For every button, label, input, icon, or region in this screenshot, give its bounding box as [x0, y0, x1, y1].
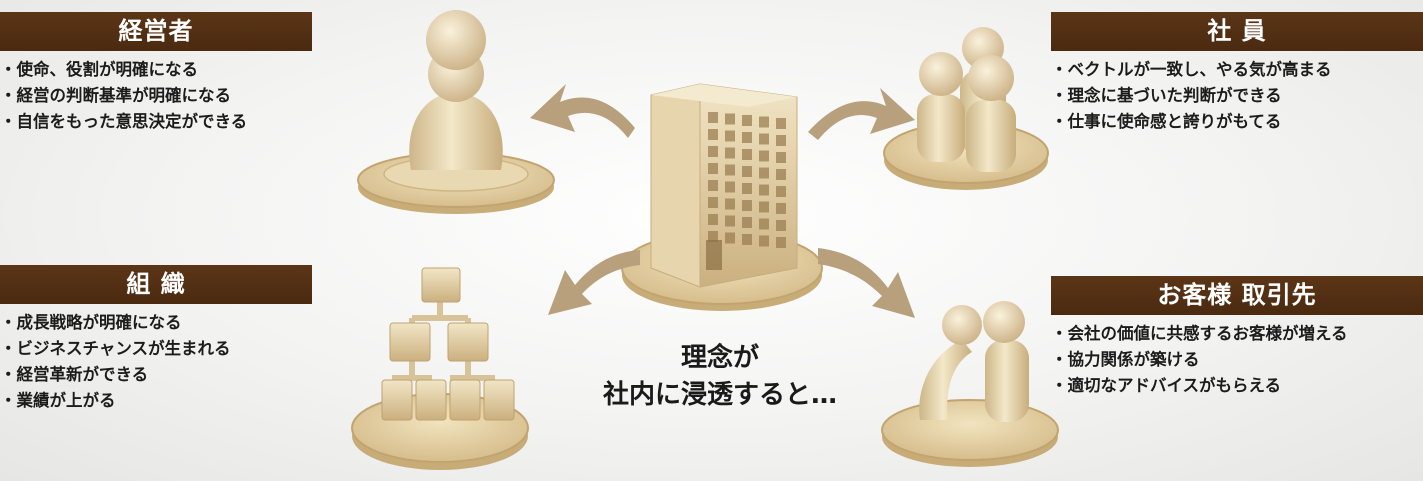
building-window: [759, 116, 769, 128]
building-window: [725, 215, 735, 227]
list-item: 仕事に使命感と誇りがもてる: [1051, 109, 1423, 135]
clients-header: お客様 取引先: [1051, 276, 1423, 315]
building-window: [708, 231, 718, 242]
building-window: [742, 132, 752, 143]
building-window: [759, 201, 769, 213]
building-window: [725, 147, 735, 159]
building-icon: [621, 83, 823, 311]
building-window: [742, 183, 752, 194]
list-item: 会社の価値に共感するお客様が増える: [1051, 321, 1423, 347]
management-block: 経営者 使命、役割が明確になる 経営の判断基準が明確になる 自信をもった意思決定…: [0, 12, 312, 135]
building-window: [759, 150, 769, 162]
list-item: 経営革新ができる: [0, 362, 312, 388]
curved-arrow-icon: [530, 84, 915, 318]
building-window: [708, 197, 718, 208]
building-window: [776, 220, 786, 231]
building-window: [708, 129, 718, 140]
building-window: [776, 203, 786, 214]
center-caption-line2: 社内に浸透すると…: [602, 380, 837, 410]
building-window: [759, 184, 769, 196]
building-window: [776, 186, 786, 197]
building-window: [742, 115, 752, 126]
building-window: [708, 112, 718, 123]
building-window: [742, 200, 752, 211]
building-window: [708, 214, 718, 225]
list-item: ベクトルが一致し、やる気が高まる: [1051, 57, 1423, 83]
list-item: 適切なアドバイスがもらえる: [1051, 373, 1423, 399]
building-window: [725, 130, 735, 142]
center-caption-line1: 理念が: [680, 343, 759, 373]
building-window: [742, 234, 752, 245]
list-item: 協力関係が築ける: [1051, 347, 1423, 373]
employees-block: 社 員 ベクトルが一致し、やる気が高まる 理念に基づいた判断ができる 仕事に使命…: [1051, 12, 1423, 135]
employees-benefits-list: ベクトルが一致し、やる気が高まる 理念に基づいた判断ができる 仕事に使命感と誇り…: [1051, 57, 1423, 135]
list-item: 理念に基づいた判断ができる: [1051, 83, 1423, 109]
list-item: 業績が上がる: [0, 388, 312, 414]
organization-block: 組 織 成長戦略が明確になる ビジネスチャンスが生まれる 経営革新ができる 業績…: [0, 265, 312, 414]
building-window: [742, 166, 752, 177]
building-window: [759, 235, 769, 247]
building-window: [776, 169, 786, 180]
building-window: [776, 152, 786, 163]
management-header: 経営者: [0, 12, 312, 51]
list-item: 成長戦略が明確になる: [0, 310, 312, 336]
management-benefits-list: 使命、役割が明確になる 経営の判断基準が明確になる 自信をもった意思決定ができる: [0, 57, 312, 135]
building-window: [708, 163, 718, 174]
building-window: [708, 180, 718, 191]
building-window: [759, 133, 769, 145]
clients-block: お客様 取引先 会社の価値に共感するお客様が増える 協力関係が築ける 適切なアド…: [1051, 276, 1423, 399]
list-item: 経営の判断基準が明確になる: [0, 83, 312, 109]
building-window: [725, 181, 735, 193]
org-chart-icon: [351, 267, 529, 470]
building-window: [725, 232, 735, 244]
person-figure-icon: [357, 10, 555, 214]
list-item: 自信をもった意思決定ができる: [0, 109, 312, 135]
building-window: [708, 146, 718, 157]
organization-benefits-list: 成長戦略が明確になる ビジネスチャンスが生まれる 経営革新ができる 業績が上がる: [0, 310, 312, 414]
list-item: 使命、役割が明確になる: [0, 57, 312, 83]
building-window: [776, 135, 786, 146]
building-window: [725, 164, 735, 176]
employees-header: 社 員: [1051, 12, 1423, 51]
building-window: [776, 118, 786, 129]
building-window: [759, 218, 769, 230]
list-item: ビジネスチャンスが生まれる: [0, 336, 312, 362]
building-window: [725, 198, 735, 210]
building-window: [742, 217, 752, 228]
organization-header: 組 織: [0, 265, 312, 304]
building-window: [776, 237, 786, 248]
building-window: [759, 167, 769, 179]
building-window: [725, 113, 735, 125]
two-people-bowing-icon: [881, 301, 1059, 467]
clients-benefits-list: 会社の価値に共感するお客様が増える 協力関係が築ける 適切なアドバイスがもらえる: [1051, 321, 1423, 399]
people-group-icon: [883, 27, 1049, 190]
center-caption: 理念が 社内に浸透すると…: [560, 340, 880, 414]
building-window: [742, 149, 752, 160]
